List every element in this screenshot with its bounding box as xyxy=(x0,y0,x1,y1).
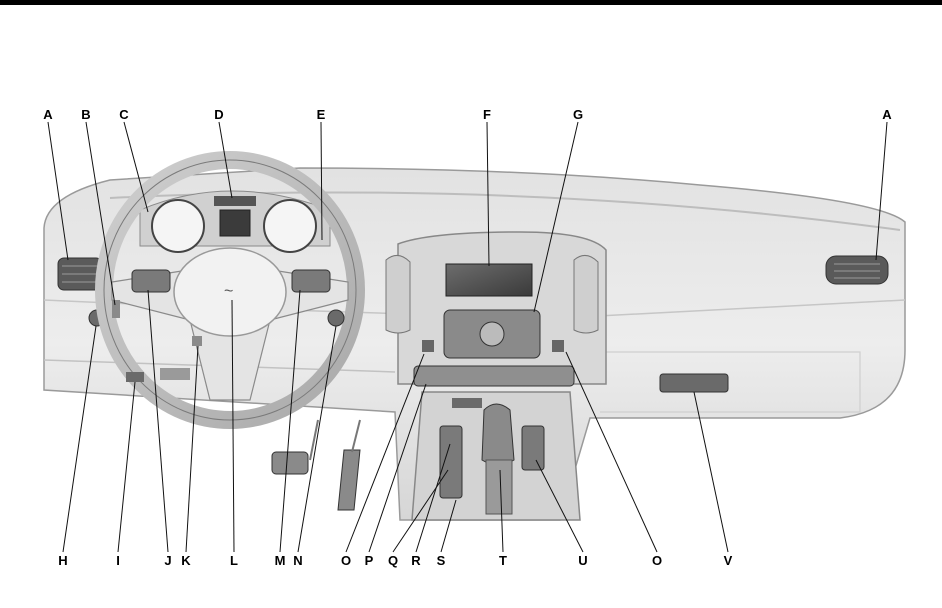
right-steering-controls xyxy=(292,270,330,292)
callout-label: C xyxy=(119,108,128,121)
shift-boot xyxy=(486,460,512,514)
callout-label: A xyxy=(43,108,52,121)
callout-label: L xyxy=(230,554,238,567)
callout-label: H xyxy=(58,554,67,567)
callout-label: U xyxy=(578,554,587,567)
callout-label: Q xyxy=(388,554,398,567)
callout-label: F xyxy=(483,108,491,121)
left-stack-vent xyxy=(386,255,410,333)
callout-label: V xyxy=(724,554,733,567)
hazard-button xyxy=(422,340,434,352)
callout-label: P xyxy=(365,554,374,567)
shift-lever xyxy=(482,404,514,465)
callout-label: O xyxy=(341,554,351,567)
speedometer-gauge xyxy=(264,200,316,252)
accelerator-pedal xyxy=(338,450,360,510)
steering-column-adjust xyxy=(192,336,202,346)
callout-label: G xyxy=(573,108,583,121)
driver-information-display xyxy=(220,210,250,236)
infotainment-display xyxy=(446,264,532,296)
callout-label: I xyxy=(116,554,120,567)
callout-label: M xyxy=(275,554,286,567)
passenger-heated-seat-controls xyxy=(522,426,544,470)
turn-signal-lever xyxy=(112,300,120,318)
callout-label: K xyxy=(181,554,190,567)
callout-label: N xyxy=(293,554,302,567)
tachometer-gauge xyxy=(152,200,204,252)
cluster-top-display xyxy=(214,196,256,206)
hood-release xyxy=(126,372,144,382)
right-stack-button xyxy=(552,340,564,352)
driver-heated-seat-controls xyxy=(440,426,462,498)
under-column-panel xyxy=(160,368,190,380)
svg-text:~: ~ xyxy=(224,283,233,300)
console-switch-row xyxy=(452,398,482,408)
callout-label: T xyxy=(499,554,507,567)
callout-label: J xyxy=(164,554,171,567)
callout-label: D xyxy=(214,108,223,121)
right-air-vent xyxy=(826,256,888,284)
callout-label: E xyxy=(317,108,326,121)
ignition-switch xyxy=(328,310,344,326)
callout-label: S xyxy=(437,554,446,567)
brake-pedal xyxy=(272,452,308,474)
callout-label: R xyxy=(411,554,420,567)
audio-volume-knob xyxy=(480,322,504,346)
callout-label: B xyxy=(81,108,90,121)
climate-control-panel xyxy=(414,366,574,386)
callout-label: A xyxy=(882,108,891,121)
glove-box-handle xyxy=(660,374,728,392)
right-stack-vent xyxy=(574,255,598,333)
left-steering-controls xyxy=(132,270,170,292)
callout-label: O xyxy=(652,554,662,567)
